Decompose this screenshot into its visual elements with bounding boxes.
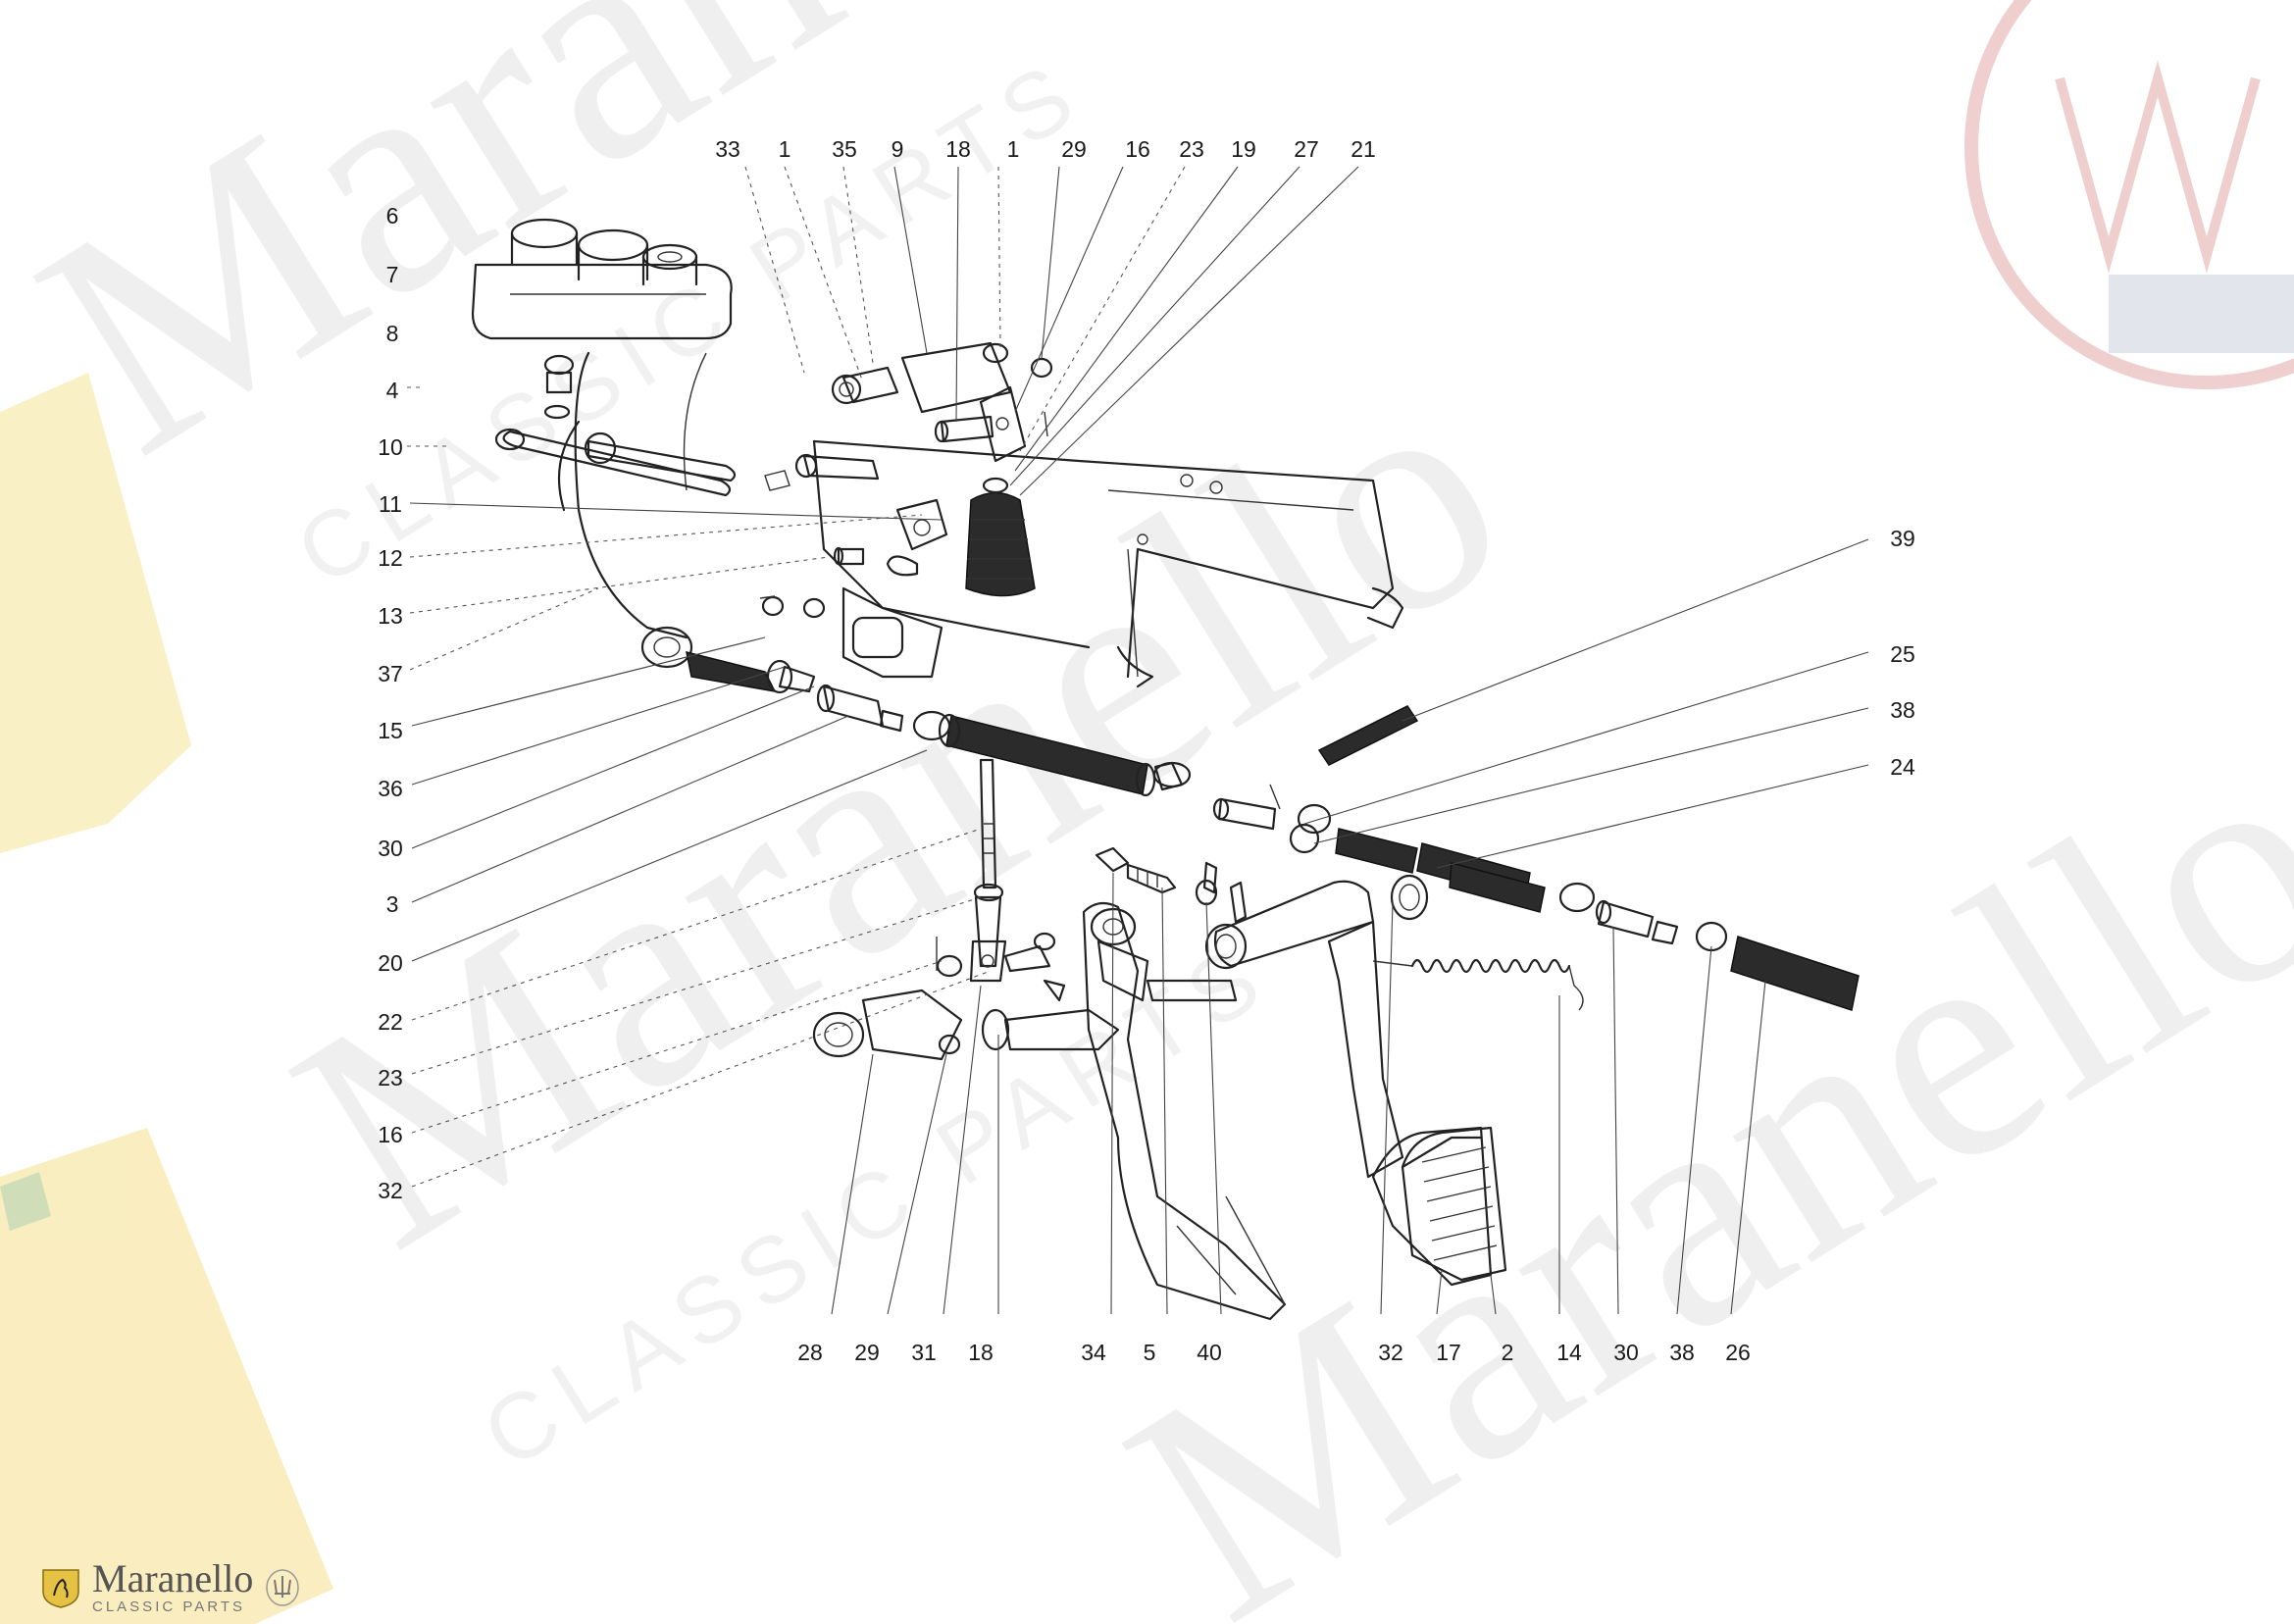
callout-23: 23 xyxy=(1179,136,1204,162)
callout-24: 24 xyxy=(1890,754,1915,780)
callout-9: 9 xyxy=(892,136,904,162)
pivot-bush-upper xyxy=(831,366,899,405)
callout-16: 16 xyxy=(1125,136,1150,162)
callout-6: 6 xyxy=(386,203,399,228)
watermark-text-1: Maranello xyxy=(0,0,1302,521)
brand-logo: Maranello CLASSIC PARTS xyxy=(39,1559,302,1615)
watermark-text-3: Maranello xyxy=(1074,680,2294,1624)
hose-main-centre xyxy=(912,710,1192,797)
lower-hoses xyxy=(640,626,1860,1011)
push-rod-boot xyxy=(965,477,1036,597)
callout-30: 30 xyxy=(378,836,403,861)
callout-8: 8 xyxy=(386,321,399,346)
callout-21: 21 xyxy=(1351,136,1376,162)
callout-38: 38 xyxy=(1669,1340,1695,1365)
callout-2: 2 xyxy=(1502,1340,1514,1365)
callout-38: 38 xyxy=(1890,697,1915,723)
callout-23: 23 xyxy=(378,1065,403,1091)
bleed-screw-34-5 xyxy=(1095,846,1218,906)
callout-33: 33 xyxy=(715,136,740,162)
callout-32: 32 xyxy=(1378,1340,1403,1365)
callout-31: 31 xyxy=(911,1340,937,1365)
callout-1: 1 xyxy=(1007,136,1020,162)
brake-fluid-reservoir xyxy=(471,218,733,340)
callout-30: 30 xyxy=(1613,1340,1639,1365)
callout-13: 13 xyxy=(378,603,403,629)
callout-37: 37 xyxy=(378,661,403,686)
brand-tagline: CLASSIC PARTS xyxy=(92,1599,245,1615)
callout-27: 27 xyxy=(1294,136,1319,162)
callout-29: 29 xyxy=(1061,136,1087,162)
ferrari-shield-icon xyxy=(42,1568,79,1608)
hose-right xyxy=(1212,784,1860,1011)
ferrari-badge-bottom-left xyxy=(0,1128,333,1624)
lower-left-linkage xyxy=(812,758,1120,1061)
clutch-pedal-assembly xyxy=(1082,861,1287,1321)
callout-32: 32 xyxy=(378,1178,403,1203)
callout-39: 39 xyxy=(1890,526,1915,551)
ferrari-badge-top-left xyxy=(0,373,191,853)
hose-left xyxy=(640,626,904,733)
callout-15: 15 xyxy=(378,718,403,743)
callout-35: 35 xyxy=(832,136,857,162)
brake-pedal-assembly xyxy=(1204,874,1493,1287)
callout-12: 12 xyxy=(378,545,403,571)
pedal-box-housing xyxy=(812,439,1404,688)
callout-18: 18 xyxy=(945,136,971,162)
brake-pedal-pad xyxy=(1401,1126,1507,1282)
callout-40: 40 xyxy=(1197,1340,1222,1365)
callout-36: 36 xyxy=(378,776,403,801)
callout-1: 1 xyxy=(779,136,791,162)
callout-26: 26 xyxy=(1725,1340,1751,1365)
pedal-housing-assembly xyxy=(471,218,1404,688)
callout-20: 20 xyxy=(378,950,403,976)
callout-19: 19 xyxy=(1231,136,1256,162)
callout-10: 10 xyxy=(378,434,403,460)
clevis-pin-upper xyxy=(934,415,994,443)
hose-39 xyxy=(1317,705,1419,766)
callout-5: 5 xyxy=(1144,1340,1156,1365)
maserati-badge-top-right xyxy=(1964,0,2294,389)
callout-7: 7 xyxy=(386,262,399,287)
callout-18: 18 xyxy=(968,1340,994,1365)
maserati-trident-icon xyxy=(266,1568,300,1606)
callout-11: 11 xyxy=(379,491,402,517)
callouts: 33 1 35 9 18 1 29 16 23 19 27 21 6 7 8 4… xyxy=(378,136,1915,1365)
callout-29: 29 xyxy=(854,1340,880,1365)
callout-14: 14 xyxy=(1556,1340,1582,1365)
banjo-fittings xyxy=(759,498,948,619)
clevis-fork-upper xyxy=(900,341,1027,463)
callout-3: 3 xyxy=(386,891,399,917)
callout-16: 16 xyxy=(378,1122,403,1147)
brand-name: Maranello xyxy=(92,1556,254,1600)
return-spring xyxy=(1372,958,1584,1011)
callout-34: 34 xyxy=(1081,1340,1106,1365)
callout-22: 22 xyxy=(378,1009,403,1035)
callout-25: 25 xyxy=(1890,641,1915,667)
small-nut-upper xyxy=(1030,357,1053,437)
callout-17: 17 xyxy=(1436,1340,1461,1365)
callout-28: 28 xyxy=(797,1340,823,1365)
leader-lines xyxy=(407,166,1869,1315)
callout-4: 4 xyxy=(386,378,399,403)
hydraulic-pipes-upper xyxy=(494,428,880,497)
